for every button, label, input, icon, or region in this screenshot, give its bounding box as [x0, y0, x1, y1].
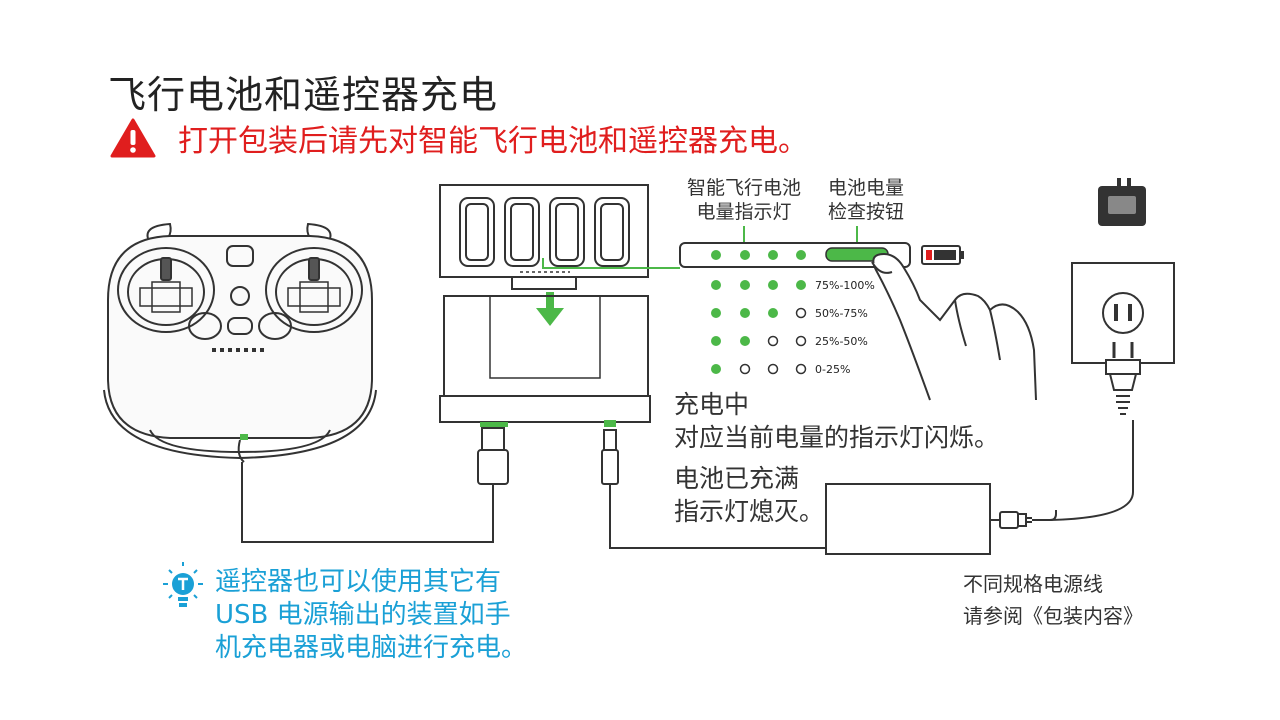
charging-text: 充电中 对应当前电量的指示灯闪烁。 — [674, 388, 999, 454]
full-desc: 指示灯熄灭。 — [674, 497, 825, 526]
indicator-callout — [542, 226, 858, 269]
wall-outlet — [1071, 262, 1175, 415]
led-on-dot — [740, 336, 750, 346]
full-text: 电池已充满 指示灯熄灭。 — [674, 462, 824, 528]
led-off-dot — [795, 363, 807, 375]
led-on-dot — [711, 308, 721, 318]
note-line: 不同规格电源线 — [963, 572, 1103, 596]
tip-line: 遥控器也可以使用其它有 — [215, 567, 502, 597]
check-button-label-line2: 检查按钮 — [827, 201, 904, 223]
warning-triangle-icon — [110, 118, 156, 158]
led-on-dot — [740, 280, 750, 290]
tip-text: 遥控器也可以使用其它有 USB 电源输出的装置如手 机充电器或电脑进行充电。 — [215, 566, 527, 665]
charging-title: 充电中 — [674, 390, 750, 419]
plug-adapter-icon — [1098, 178, 1146, 226]
led-off-dot — [767, 363, 779, 375]
led-on-dot — [740, 308, 750, 318]
led-on-dot — [711, 280, 721, 290]
level-label: 0-25% — [815, 363, 851, 376]
level-label: 75%-100% — [815, 279, 875, 292]
led-on-dot — [768, 280, 778, 290]
led-on-dot — [711, 364, 721, 374]
battery-indicator-label-line1: 智能飞行电池 — [686, 177, 801, 199]
led-on-dot — [768, 308, 778, 318]
check-button-label: 电池电量 检查按钮 — [812, 176, 920, 224]
indicator-panel — [679, 242, 911, 268]
page-title: 飞行电池和遥控器充电 — [108, 73, 499, 117]
led-on-dot — [711, 336, 721, 346]
finger-hand — [871, 252, 1037, 401]
note-line: 请参阅《包装内容》 — [963, 604, 1143, 628]
check-button-label-line1: 电池电量 — [827, 177, 904, 199]
battery-indicator-label: 智能飞行电池 电量指示灯 — [676, 176, 812, 224]
led-off-dot — [739, 363, 751, 375]
power-adapter — [825, 420, 1134, 555]
warning-text: 打开包装后请先对智能飞行电池和遥控器充电。 — [178, 124, 808, 159]
warning-row: 打开包装后请先对智能飞行电池和遥控器充电。 — [110, 118, 808, 159]
tip-line: USB 电源输出的装置如手 — [215, 600, 511, 630]
led-on-dot — [796, 280, 806, 290]
charging-hub — [241, 295, 826, 549]
battery-indicator-label-line2: 电量指示灯 — [696, 201, 792, 223]
tip-line: 机充电器或电脑进行充电。 — [215, 633, 528, 663]
lightbulb-icon — [163, 562, 203, 607]
flight-battery — [439, 184, 649, 290]
power-cable-note: 不同规格电源线 请参阅《包装内容》 — [963, 568, 1143, 632]
led-off-dot — [795, 307, 807, 319]
led-off-dot — [795, 335, 807, 347]
level-label: 50%-75% — [815, 307, 868, 320]
full-title: 电池已充满 — [674, 464, 800, 493]
charging-desc: 对应当前电量的指示灯闪烁。 — [674, 423, 1000, 452]
led-off-dot — [767, 335, 779, 347]
battery-level-icon — [921, 245, 964, 265]
level-label: 25%-50% — [815, 335, 868, 348]
level-dot-grid — [711, 280, 807, 375]
remote-controller — [103, 222, 377, 463]
insert-arrow-icon — [536, 292, 564, 326]
